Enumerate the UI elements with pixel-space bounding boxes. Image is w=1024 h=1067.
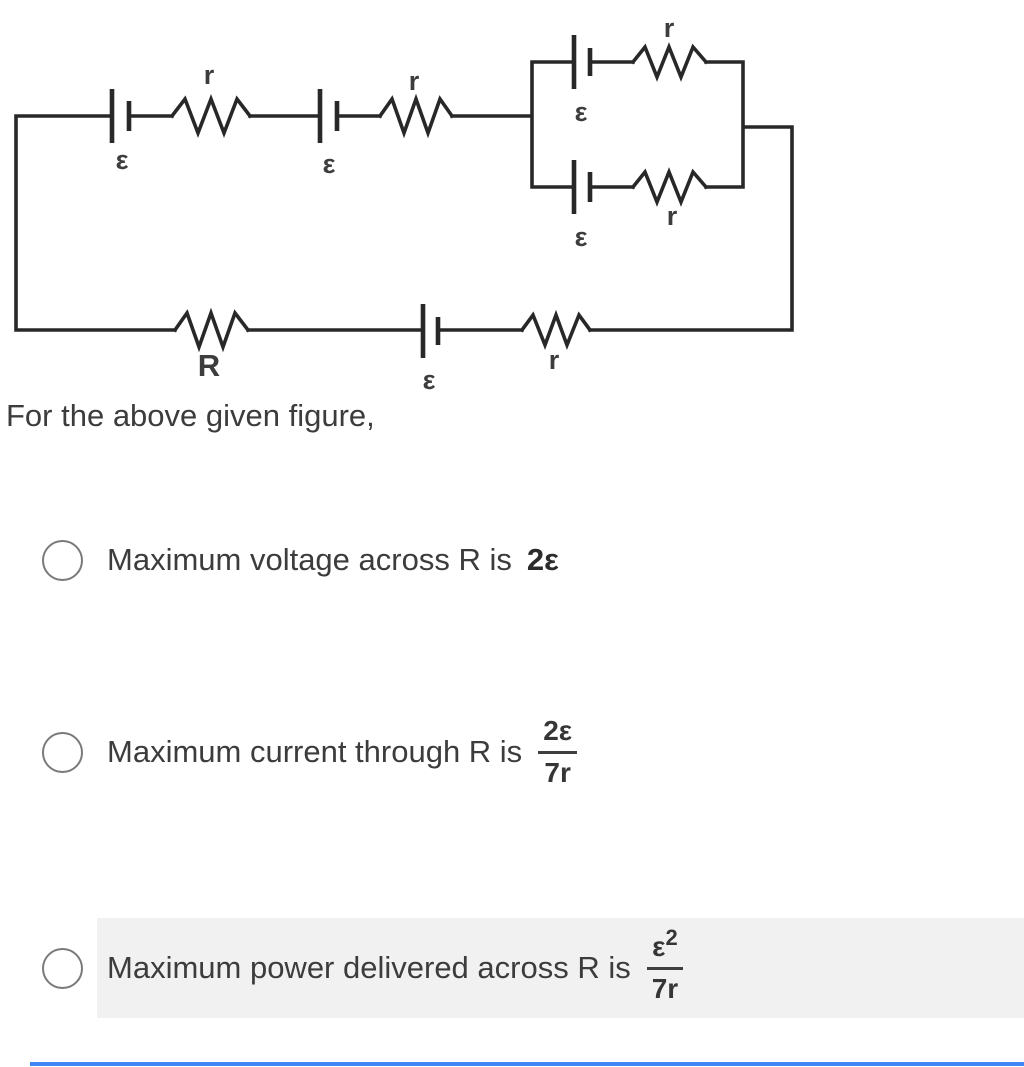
bottom-divider-line [30, 1062, 1024, 1066]
option-label: Maximum voltage across R is [107, 542, 512, 577]
option-label: Maximum current through R is [107, 734, 523, 769]
option-highlight-band: Maximum power delivered across R is ε2 7… [97, 918, 1024, 1018]
question-caption: For the above given figure, [6, 398, 375, 433]
option-value-fraction: 2ε 7r [538, 715, 578, 788]
fraction-denominator: 7r [651, 972, 679, 1004]
fraction-bar [538, 750, 578, 754]
answer-option-2[interactable]: Maximum current through R is 2ε 7r [42, 703, 1024, 801]
answer-option-3[interactable]: Maximum power delivered across R is ε2 7… [42, 918, 1024, 1018]
option-value-fraction: ε2 7r [646, 925, 684, 1004]
radio-button[interactable] [42, 539, 83, 581]
fraction-denominator: 7r [544, 756, 571, 788]
answer-option-1[interactable]: Maximum voltage across R is 2ε [42, 536, 1024, 584]
emf-label: ε [575, 222, 588, 252]
exponent: 2 [665, 925, 678, 951]
emf-label: ε [423, 365, 436, 395]
resistor-label: r [667, 201, 678, 231]
option-value: 2ε [526, 542, 559, 577]
battery-plates [109, 35, 593, 358]
resistor-label: r [204, 60, 215, 90]
resistor-label: r [409, 66, 420, 96]
radio-button[interactable] [42, 731, 83, 773]
resistor-label: r [549, 345, 560, 375]
fraction-numerator: ε2 [652, 925, 678, 963]
circuit-wires [14, 42, 794, 353]
option-label: Maximum power delivered across R is [107, 950, 631, 985]
load-resistor-label: R [198, 348, 220, 383]
radio-button[interactable] [42, 947, 83, 989]
resistor-label: r [664, 13, 675, 43]
emf-label: ε [323, 149, 336, 179]
fraction-bar [646, 966, 684, 970]
circuit-diagram: r ε r ε r ε r ε R ε r [14, 13, 794, 395]
emf-label: ε [116, 145, 129, 175]
fraction-numerator: 2ε [543, 715, 573, 747]
emf-label: ε [575, 97, 588, 127]
